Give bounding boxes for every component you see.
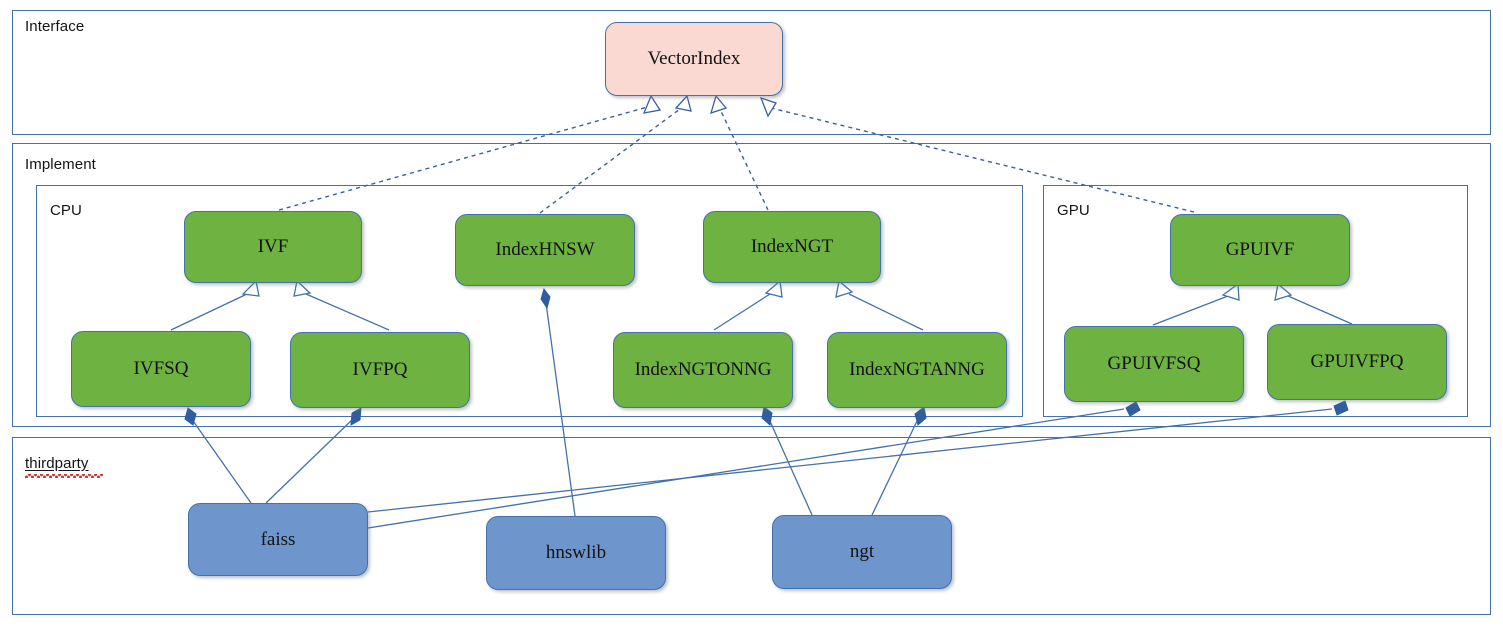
- node-ivfsq-label: IVFSQ: [133, 358, 189, 379]
- spellcheck-underline: [25, 474, 103, 478]
- node-indexngt[interactable]: IndexNGT: [703, 211, 881, 283]
- package-thirdparty-label: thirdparty: [25, 455, 89, 472]
- node-gpuivfsq-label: GPUIVFSQ: [1107, 353, 1201, 374]
- node-indexngt-label: IndexNGT: [750, 236, 834, 257]
- package-interface-label: Interface: [25, 18, 85, 35]
- package-gpu-label: GPU: [1057, 202, 1090, 219]
- node-vectorindex[interactable]: VectorIndex: [605, 22, 783, 96]
- node-indexhnsw[interactable]: IndexHNSW: [455, 214, 635, 286]
- node-ivf-label: IVF: [257, 236, 289, 257]
- node-gpuivf[interactable]: GPUIVF: [1170, 214, 1350, 286]
- node-ivfpq-label: IVFPQ: [352, 359, 408, 380]
- node-hnswlib-label: hnswlib: [545, 542, 607, 563]
- node-indexngtonng[interactable]: IndexNGTONNG: [613, 332, 793, 408]
- node-indexngtonng-label: IndexNGTONNG: [634, 359, 772, 380]
- package-cpu-label: CPU: [50, 202, 82, 219]
- node-faiss-label: faiss: [260, 528, 296, 550]
- node-gpuivf-label: GPUIVF: [1225, 239, 1295, 260]
- node-ivfpq[interactable]: IVFPQ: [290, 332, 470, 408]
- node-gpuivfsq[interactable]: GPUIVFSQ: [1064, 326, 1244, 402]
- node-ivf[interactable]: IVF: [184, 211, 362, 283]
- node-ngt-label: ngt: [849, 541, 875, 562]
- node-ivfsq[interactable]: IVFSQ: [71, 331, 251, 407]
- node-indexngtanng-label: IndexNGTANNG: [849, 359, 985, 380]
- node-vectorindex-label: VectorIndex: [647, 48, 741, 69]
- node-indexngtanng[interactable]: IndexNGTANNG: [827, 332, 1007, 408]
- package-implement-label: Implement: [25, 156, 96, 173]
- node-hnswlib[interactable]: hnswlib: [486, 516, 666, 590]
- node-gpuivfpq[interactable]: GPUIVFPQ: [1267, 324, 1447, 400]
- node-indexhnsw-label: IndexHNSW: [495, 239, 595, 260]
- node-gpuivfpq-label: GPUIVFPQ: [1310, 351, 1404, 372]
- node-faiss[interactable]: faiss: [188, 503, 368, 576]
- node-ngt[interactable]: ngt: [772, 515, 952, 589]
